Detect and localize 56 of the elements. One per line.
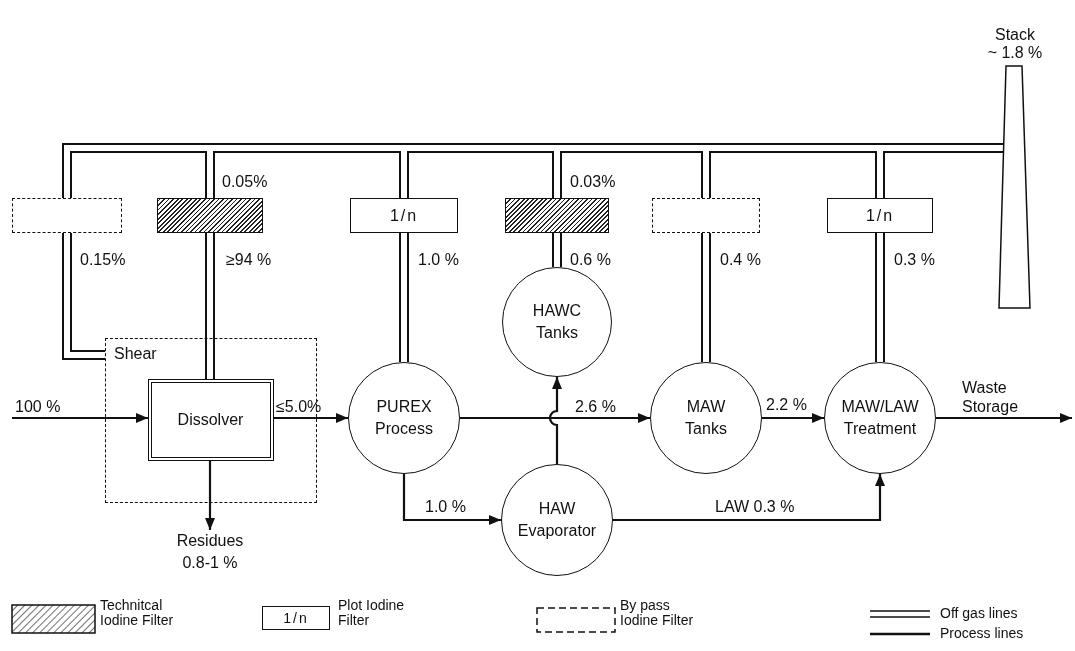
edge-label: 0.3 % [894,250,935,270]
edge-label: 0.05% [222,172,268,192]
off-gas-line [62,233,105,360]
arrow [548,377,562,464]
edge-label: 1.0 % [418,250,459,270]
filter-box [350,198,458,233]
node-label: MAW/LAW Treatment [840,397,920,439]
edge-label: ≤5.0% [276,397,322,417]
arrow [936,413,1072,423]
area-label: Shear [114,344,157,364]
process-box [147,378,274,461]
node-label: HAWC Tanks [531,301,583,343]
node-label: Residues 0.8-1 % [175,531,245,573]
off-gas-line [399,233,409,362]
edge-label: 2.2 % [766,395,807,415]
node-label: ~ 1.8 % [986,44,1044,63]
edge-label: 0.03% [570,172,616,192]
off-gas-line [875,233,885,362]
off-gas-line [701,233,711,362]
node-label: 1/n [389,205,419,226]
node-label: MAW Tanks [684,397,728,439]
filter-box [157,198,263,233]
off-gas-line [552,233,562,267]
edge-label: Waste Storage [962,378,1020,417]
edge-label: 0.6 % [570,250,611,270]
filter-box [652,198,760,233]
arrow [613,474,885,522]
legend-label: Off gas lines [940,606,1019,621]
node-label: 1/n [865,205,895,226]
arrow [460,413,650,423]
off-gas-line [62,143,72,198]
node-label: HAW Evaporator [516,499,598,541]
edge-label: 100 % [15,397,61,417]
legend-label: Technitcal Iodine Filter [100,598,175,628]
edge-label: 0.4 % [720,250,761,270]
filter-box [505,198,609,233]
filter-box [12,198,122,233]
filter-box [827,198,933,233]
node-label: Stack [994,26,1036,45]
node-label: Dissolver [177,409,244,430]
legend-label: By pass Iodine Filter [620,598,695,628]
legend-label: Process lines [940,626,1025,641]
edge-label: ≥94 % [226,250,272,270]
node-label: PUREX Process [374,397,434,439]
off-gas-line [205,233,215,379]
edge-label: LAW 0.3 % [715,497,795,517]
arrow [402,474,501,525]
edge-label: 0.15% [80,250,126,270]
edge-label: 1.0 % [425,497,466,517]
key-label: 1/n [283,610,309,626]
arrow [12,413,148,423]
arrow [205,461,215,530]
legend-label: Plot Iodine Filter [338,598,406,628]
arrow [274,413,348,423]
arrow [762,413,824,423]
edge-label: 2.6 % [575,397,616,417]
